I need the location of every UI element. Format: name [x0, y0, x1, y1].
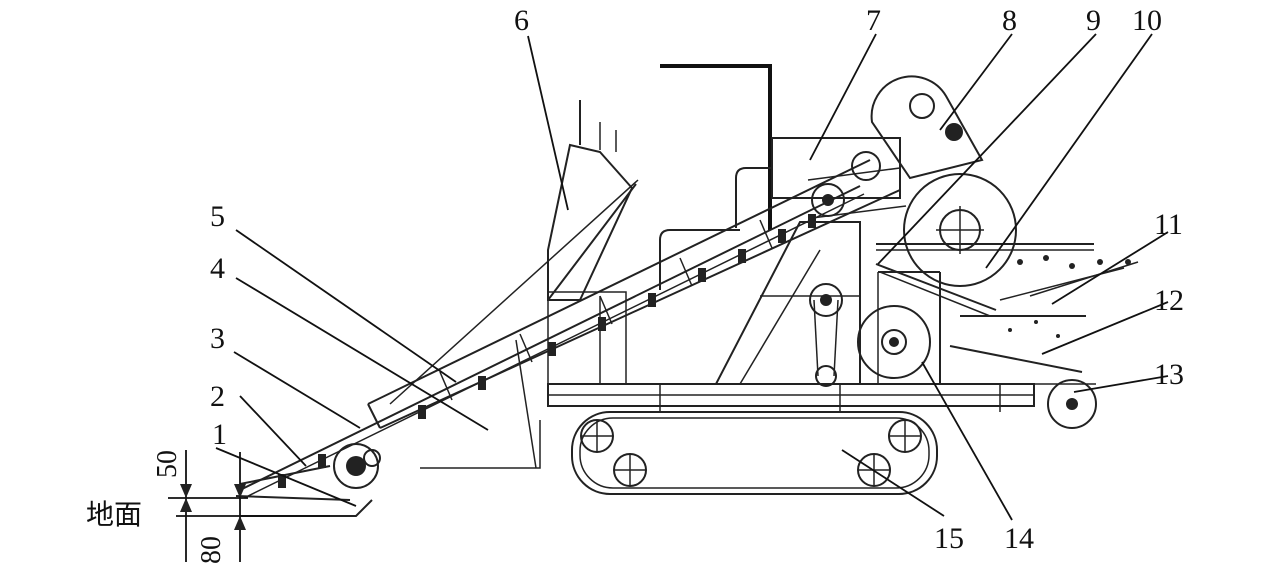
chassis-frame: [547, 383, 1035, 412]
callout-labels: 1 2 3 4 5 6 7 8 9 10 11 12 13 14 15: [210, 4, 1184, 555]
separator-assembly: [870, 75, 1094, 317]
hopper: [389, 100, 639, 405]
dimension-50: 50: [152, 450, 183, 478]
callout-4: 4: [210, 252, 225, 285]
vibration-wheel: [857, 271, 941, 384]
dimension-80: 80: [196, 536, 227, 564]
callout-3: 3: [210, 322, 225, 355]
truss-frame: [714, 221, 861, 387]
ground-label: 地面: [86, 498, 142, 531]
picking-table: [949, 255, 1139, 373]
digging-shovel: [235, 443, 381, 517]
callout-8: 8: [1002, 4, 1017, 37]
callout-2: 2: [210, 380, 225, 413]
callout-5: 5: [210, 200, 225, 233]
dimension-marks: 50 80 地面: [86, 450, 330, 564]
callout-13: 13: [1154, 358, 1184, 391]
head-sprocket: [807, 151, 907, 219]
conveyor-support: [420, 296, 601, 469]
callout-7: 7: [866, 4, 881, 37]
callout-15: 15: [934, 522, 964, 555]
callout-11: 11: [1154, 208, 1183, 241]
engine-body: [547, 64, 901, 385]
leader-lines: [215, 33, 1169, 521]
callout-10: 10: [1132, 4, 1162, 37]
callout-1: 1: [212, 418, 227, 451]
conveyor-chain: [239, 185, 865, 499]
callout-9: 9: [1086, 4, 1101, 37]
crawler-track: [571, 411, 938, 495]
discharge-roller: [1030, 379, 1097, 429]
callout-14: 14: [1004, 522, 1034, 555]
callout-12: 12: [1154, 284, 1184, 317]
callout-6: 6: [514, 4, 529, 37]
